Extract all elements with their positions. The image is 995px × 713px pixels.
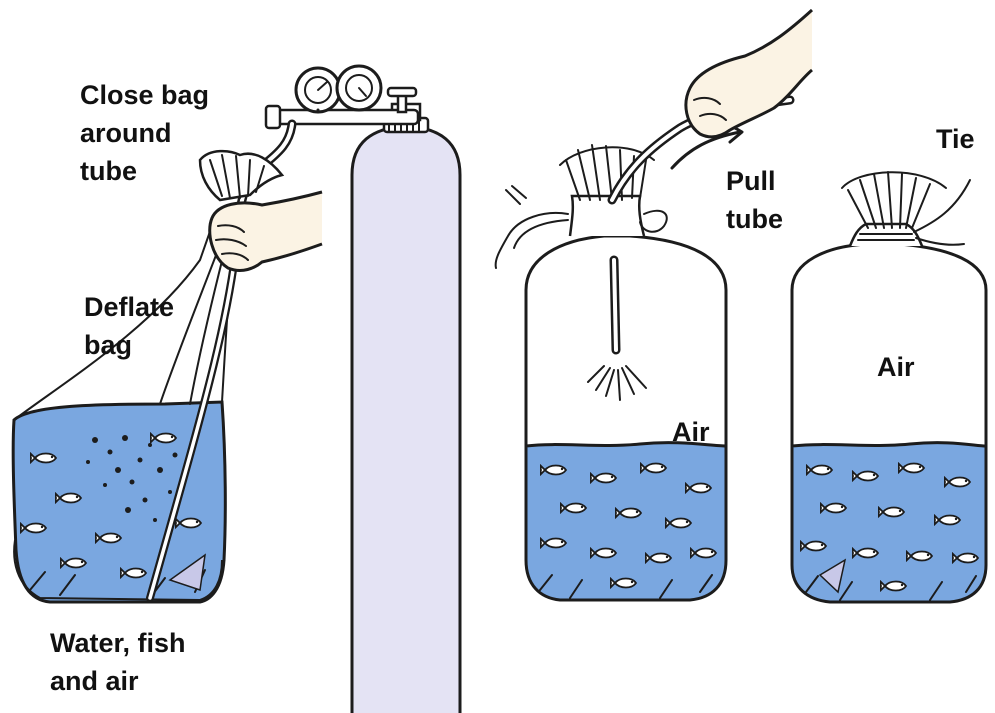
close-bag-line-3: tube (80, 152, 209, 190)
oxygen-cylinder (352, 104, 460, 713)
deflate-bag-line-1: Deflate (84, 288, 174, 326)
air-label-middle-bag: Air (672, 413, 710, 451)
water-fish-air-line-2: and air (50, 662, 186, 700)
pull-tube-label: Pull tube (726, 162, 783, 238)
air-label-right-bag: Air (877, 348, 915, 386)
close-bag-label: Close bag around tube (80, 76, 209, 190)
bag-tied (792, 172, 986, 602)
pull-tube-line-2: tube (726, 200, 783, 238)
close-bag-line-2: around (80, 114, 209, 152)
tie-label: Tie (936, 120, 975, 158)
pull-tube-line-1: Pull (726, 162, 783, 200)
close-bag-line-1: Close bag (80, 76, 209, 114)
deflate-bag-line-2: bag (84, 326, 174, 364)
deflate-bag-label: Deflate bag (84, 288, 174, 364)
water-fish-air-line-1: Water, fish (50, 624, 186, 662)
regulator-valve (266, 66, 418, 128)
hand-pulling-tube (686, 10, 812, 137)
water-fish-air-label: Water, fish and air (50, 624, 186, 700)
hand-holding-bag (210, 192, 322, 270)
